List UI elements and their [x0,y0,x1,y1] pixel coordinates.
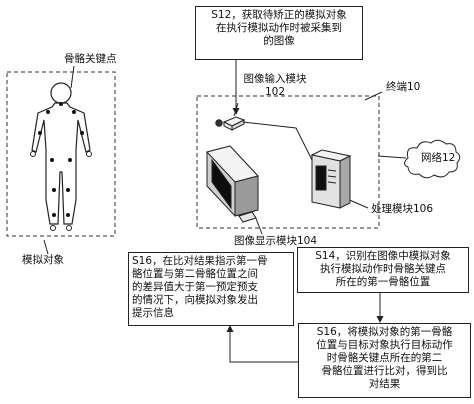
arrow-s16-to-s16 [226,325,300,363]
object-leader [43,239,49,255]
skeleton-keypoints [38,102,84,217]
network-cloud [404,139,461,179]
display-leader [254,215,263,235]
processing-tower-icon [310,149,352,209]
step-s14-box: S14，识别在图像中模拟对象 执行模拟动作时骨骼关键点 所在的第一骨骼位置 [297,247,469,293]
image-input-module-label: 图像输入模块 102 [243,73,307,98]
terminal-leader [364,91,383,101]
terminal-boundary [196,95,380,229]
camera-cable [242,121,313,161]
image-display-module-label: 图像显示模块104 [234,235,318,247]
person-panel [6,71,116,237]
skeleton-keypoint-label: 骨骼关键点 [64,53,117,65]
terminal-label: 终端10 [386,81,421,93]
network-link [377,155,407,159]
camera-icon [215,116,246,131]
keypoint-leader [70,65,75,89]
processing-module-label: 处理模块106 [371,203,434,215]
monitor-icon [206,145,259,223]
hand-foot-markers [30,151,92,231]
step-s16-right-box: S16，将模拟对象的第一骨骼 位置与目标对象执行目标动作 时骨骼关键点所在的第二… [298,323,471,398]
step-s12-box: S12，获取待矫正的模拟对象 在执行模拟动作时被采集到 的图像 [195,6,363,60]
simulated-object-label: 模拟对象 [22,254,64,266]
network-label: 网络12 [421,152,456,164]
step-s16-left-box: S16，在比对结果指示第一骨 骼位置与第二骨骼位置之间 的差异值大于第一预定预支… [128,252,294,326]
